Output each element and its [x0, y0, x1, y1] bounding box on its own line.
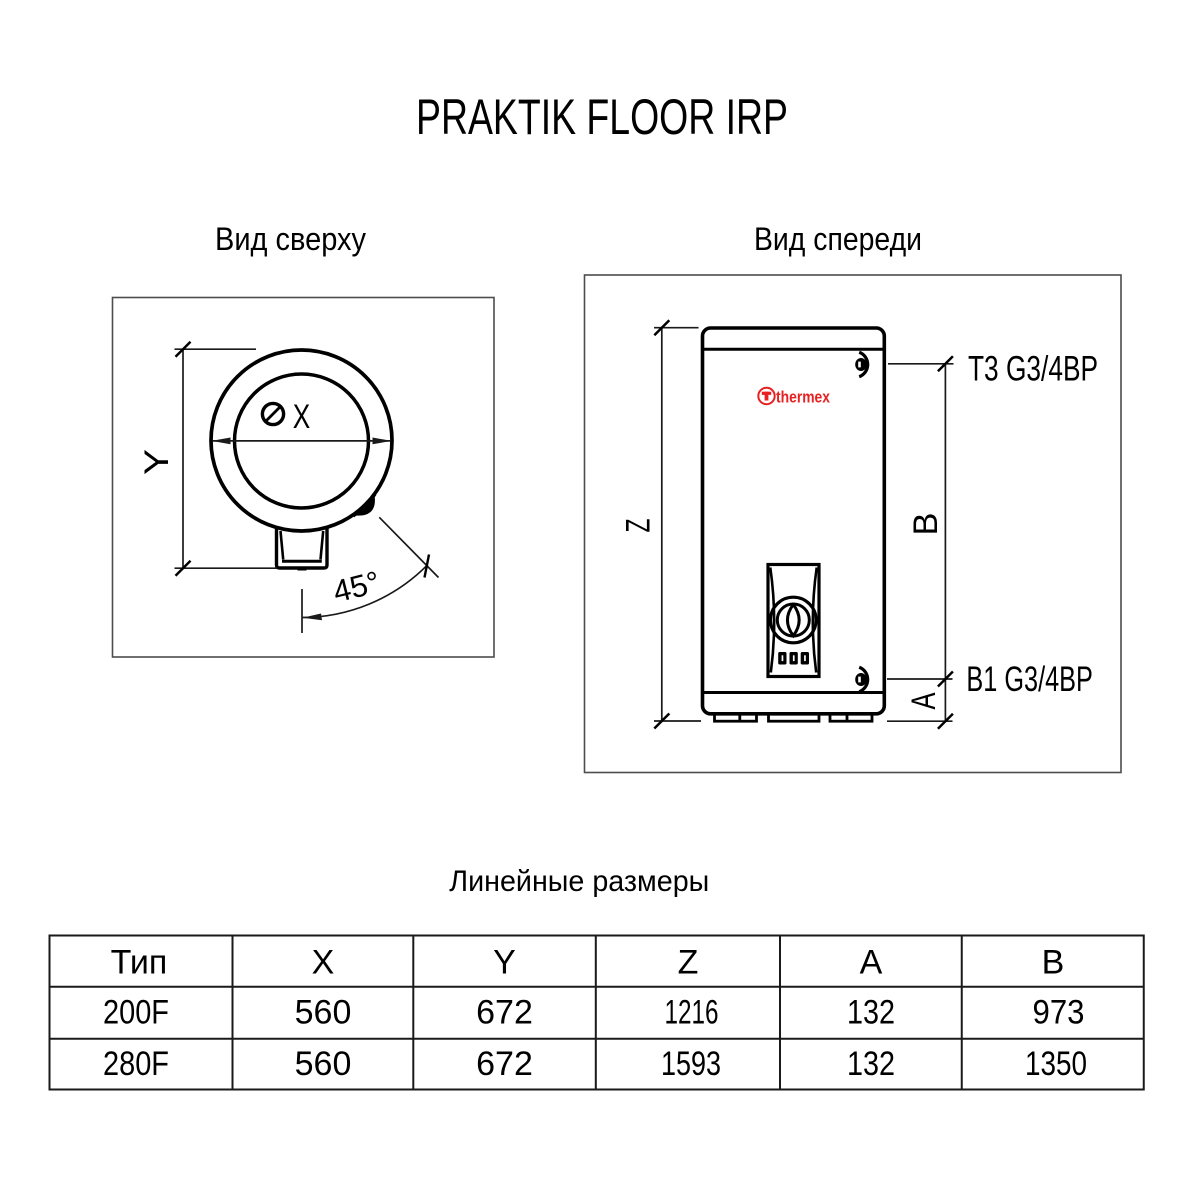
svg-text:A: A — [905, 692, 943, 709]
svg-text:1216: 1216 — [665, 994, 719, 1032]
svg-text:Y: Y — [493, 943, 516, 981]
svg-text:T3 G3/4BP: T3 G3/4BP — [968, 350, 1098, 389]
svg-text:280F: 280F — [103, 1045, 169, 1083]
svg-text:973: 973 — [1033, 994, 1085, 1032]
svg-text:B: B — [1042, 943, 1065, 981]
svg-text:1350: 1350 — [1025, 1045, 1087, 1083]
svg-text:560: 560 — [295, 994, 352, 1032]
svg-text:132: 132 — [847, 994, 895, 1032]
svg-text:Вид спереди: Вид спереди — [754, 221, 922, 257]
svg-text:A: A — [860, 943, 883, 981]
svg-text:B: B — [907, 513, 945, 536]
svg-text:Z: Z — [620, 519, 658, 533]
svg-text:1593: 1593 — [661, 1045, 721, 1083]
svg-text:672: 672 — [476, 1045, 533, 1083]
svg-text:200F: 200F — [103, 994, 169, 1032]
svg-text:560: 560 — [295, 1045, 352, 1083]
svg-text:672: 672 — [476, 994, 533, 1032]
svg-text:Z: Z — [678, 943, 699, 981]
svg-text:Линейные размеры: Линейные размеры — [449, 865, 709, 898]
svg-text:thermex: thermex — [776, 388, 830, 407]
svg-text:Вид сверху: Вид сверху — [215, 221, 367, 257]
svg-text:132: 132 — [847, 1045, 895, 1083]
svg-text:Тип: Тип — [111, 943, 168, 981]
svg-text:X: X — [293, 398, 311, 436]
svg-text:B1 G3/4BP: B1 G3/4BP — [966, 660, 1093, 699]
svg-text:X: X — [312, 943, 335, 981]
svg-text:PRAKTIK FLOOR IRP: PRAKTIK FLOOR IRP — [416, 89, 788, 145]
svg-text:Y: Y — [138, 449, 176, 475]
